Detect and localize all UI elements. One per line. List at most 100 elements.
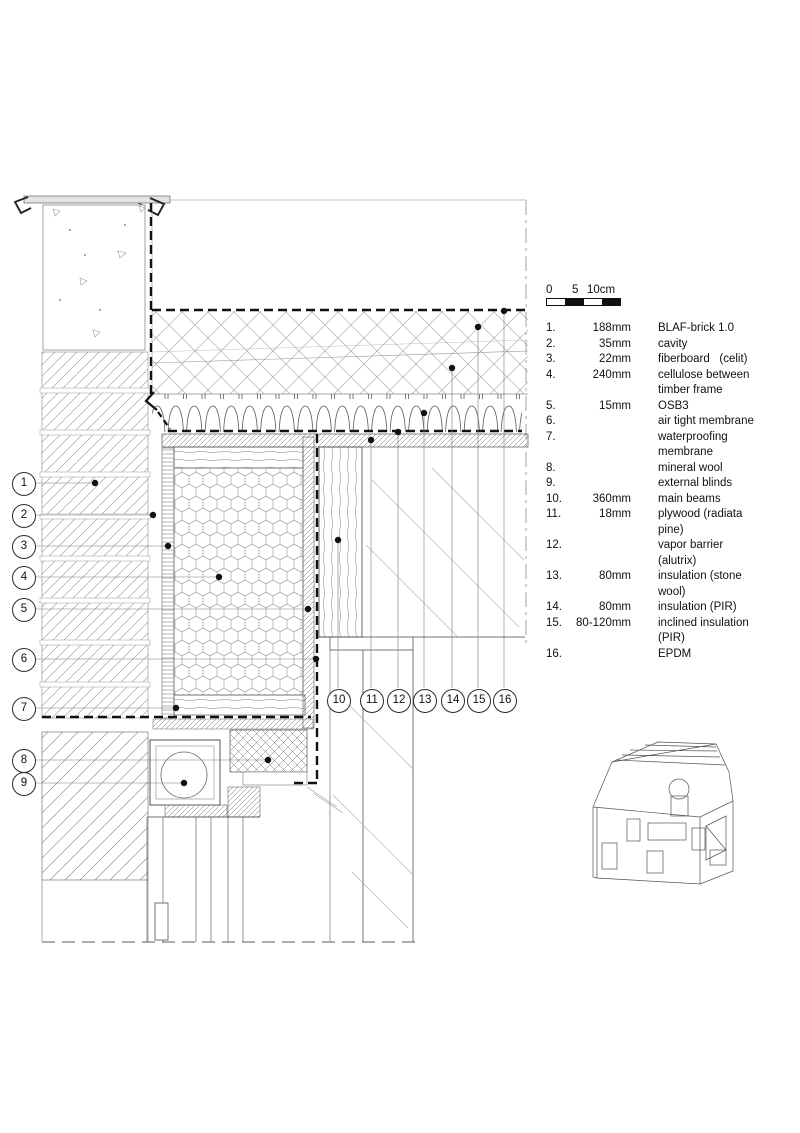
- blind-roller: [160, 751, 208, 799]
- callout-15: 15: [467, 689, 491, 713]
- legend-item-name: fiberboard (celit): [658, 353, 748, 365]
- scale-segment: [583, 299, 602, 305]
- legend-item-number: 10.: [546, 492, 562, 505]
- timber-top-plate: [173, 446, 304, 469]
- roof-assembly: [151, 311, 529, 448]
- legend-item-name: BLAF-brick 1.0: [658, 322, 735, 334]
- mineral-wool-packing: [229, 729, 308, 773]
- legend-item-name: plywood (radiata pine): [658, 508, 743, 536]
- legend-row: 1. 188mm BLAF-brick 1.0: [546, 321, 791, 337]
- legend-item-size: 360mm: [592, 492, 631, 505]
- legend-item-size: 80mm: [599, 570, 631, 582]
- scale-label-10cm: 10cm: [587, 284, 616, 296]
- callout-14: 14: [441, 689, 465, 713]
- mortar-joints: [39, 387, 151, 688]
- legend-row: 15. 80-120mm inclined insulation (PIR): [546, 616, 791, 647]
- concrete-parapet: [42, 204, 146, 351]
- legend-item-number: 3.: [546, 353, 556, 365]
- legend-item-number: 13.: [546, 570, 562, 582]
- legend-item-name: vapor barrier (alutrix): [658, 539, 724, 567]
- corner-flashing: [144, 391, 158, 411]
- legend-row: 3. 22mm fiberboard (celit): [546, 352, 791, 368]
- scale-label-0: 0: [546, 284, 553, 296]
- legend-row: 14. 80mm insulation (PIR): [546, 600, 791, 616]
- legend-item-number: 11.: [546, 508, 562, 520]
- scale-bar: 0 5 10cm: [546, 284, 636, 308]
- legend-row: 12. vapor barrier (alutrix): [546, 538, 791, 569]
- legend-item-number: 1.: [546, 322, 556, 334]
- cut-boundary-lines: [42, 199, 527, 943]
- legend-row: 10. 360mm main beams: [546, 492, 791, 508]
- callout-11: 11: [360, 689, 384, 713]
- timber-bottom-plate: [173, 694, 306, 716]
- callout-12: 12: [387, 689, 411, 713]
- legend-row: 16. EPDM: [546, 647, 791, 663]
- callout-7: 7: [12, 697, 36, 721]
- callout-5: 5: [12, 598, 36, 622]
- legend-item-number: 16.: [546, 647, 562, 660]
- legend-item-size: 22mm: [599, 353, 631, 365]
- legend-item-number: 2.: [546, 337, 556, 350]
- legend-item-number: 15.: [546, 616, 562, 629]
- legend-item-number: 6.: [546, 415, 556, 427]
- scale-segment: [601, 299, 620, 305]
- legend-item-size: 240mm: [592, 368, 631, 381]
- brick-courses: [41, 351, 149, 719]
- legend-item-name: external blinds: [658, 477, 733, 489]
- legend-item-size: 15mm: [599, 399, 631, 412]
- coping-drip-right: [147, 197, 166, 217]
- legend-item-number: 5.: [546, 399, 556, 412]
- callout-2: 2: [12, 504, 36, 528]
- legend-row: 2. 35mm cavity: [546, 337, 791, 353]
- legend-item-number: 4.: [546, 368, 556, 381]
- legend-item-name: cellulose between timber frame: [658, 368, 750, 397]
- scale-bar-segments: [546, 298, 621, 306]
- legend-item-name: waterproofing membrane: [658, 430, 728, 459]
- legend-item-name: air tight membrane: [658, 415, 754, 427]
- coping-drip-left: [13, 196, 32, 215]
- callout-3: 3: [12, 535, 36, 559]
- legend-item-name: main beams: [658, 492, 721, 505]
- coping-flashing: [23, 195, 171, 204]
- legend-item-size: 18mm: [599, 508, 631, 520]
- legend-row: 6. air tight membrane: [546, 414, 791, 430]
- callout-6: 6: [12, 648, 36, 672]
- frame-handle: [154, 902, 169, 941]
- leader-dots: [91, 307, 508, 787]
- stone-wool-layer: [152, 394, 522, 432]
- legend-row: 5. 15mm OSB3: [546, 399, 791, 415]
- legend-item-size: 80-120mm: [576, 616, 631, 629]
- legend-item-size: 35mm: [599, 337, 631, 350]
- callout-10: 10: [327, 689, 351, 713]
- pir-insulation-layers: [152, 311, 528, 394]
- callout-16: 16: [493, 689, 517, 713]
- cellulose-infill: [173, 467, 304, 696]
- legend-row: 4. 240mm cellulose between timber frame: [546, 368, 791, 399]
- legend-item-number: 9.: [546, 477, 556, 489]
- detail-location-marker: [668, 778, 690, 800]
- scale-segment: [547, 299, 566, 305]
- legend-row: 13. 80mm insulation (stone wool): [546, 569, 791, 600]
- legend-item-name: OSB3: [658, 399, 689, 412]
- head-timber-block: [227, 786, 261, 818]
- legend-item-number: 12.: [546, 539, 562, 551]
- legend-row: 8. mineral wool: [546, 461, 791, 477]
- legend-item-number: 7.: [546, 430, 556, 443]
- concrete-symbols: [52, 205, 146, 338]
- materials-legend: 1. 188mm BLAF-brick 1.0 2. 35mm cavity 3…: [546, 321, 791, 662]
- main-beam: [318, 446, 363, 638]
- timber-frame-wall: [152, 436, 363, 730]
- legend-row: 11. 18mm plywood (radiata pine): [546, 507, 791, 538]
- house-key-plan: [592, 741, 734, 885]
- legend-item-number: 14.: [546, 601, 562, 613]
- sill-membrane-board: [152, 718, 314, 730]
- legend-item-name: inclined insulation (PIR): [658, 616, 749, 645]
- osb-strip: [302, 436, 315, 729]
- box-bottom-board: [164, 804, 228, 818]
- scale-label-5: 5: [572, 284, 579, 296]
- blind-box-zone: [147, 729, 344, 818]
- callout-9: 9: [12, 772, 36, 796]
- callout-8: 8: [12, 749, 36, 773]
- legend-item-name: insulation (stone wool): [658, 570, 742, 598]
